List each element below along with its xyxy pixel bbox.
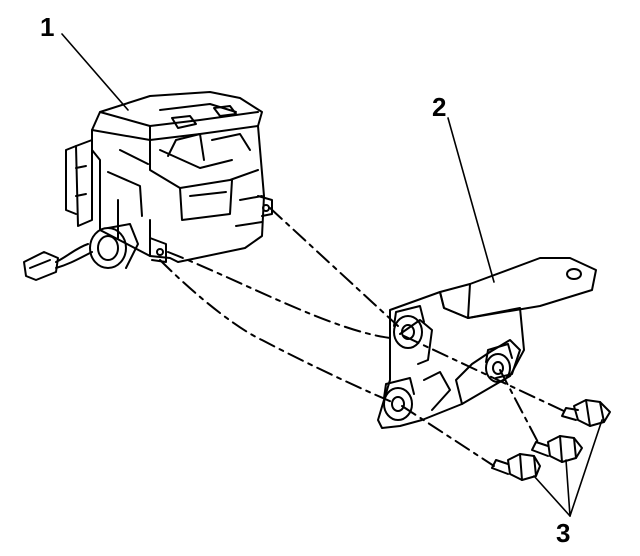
mounting-bracket <box>378 258 596 428</box>
fastener-bolts <box>492 400 610 480</box>
bolt-middle <box>532 436 582 462</box>
grommet-upper-left <box>394 306 424 348</box>
connector-plug <box>24 252 58 280</box>
leader-2 <box>448 118 494 282</box>
alignment-lines <box>160 208 566 466</box>
callout-1: 1 <box>40 12 55 42</box>
callout-3: 3 <box>556 518 571 548</box>
module-housing <box>66 92 272 268</box>
callout-2: 2 <box>432 92 447 122</box>
leader-3a <box>570 420 602 516</box>
module-body <box>92 126 264 262</box>
module-mount-tab-upper <box>258 196 272 216</box>
bracket-plate <box>378 292 524 428</box>
module-top-lid <box>92 92 262 140</box>
bolt-upper <box>562 400 610 426</box>
leader-3c <box>534 476 570 516</box>
leader-1 <box>62 34 128 110</box>
wire-harness-connector <box>24 244 92 280</box>
grommet-lower-left <box>384 378 414 420</box>
leader-lines <box>62 34 602 516</box>
module-mount-tab-lower <box>150 238 166 262</box>
bracket-arm-hole <box>567 269 581 279</box>
grommet-right <box>486 344 512 382</box>
leader-3b <box>566 460 570 516</box>
bolt-lower <box>492 454 540 480</box>
